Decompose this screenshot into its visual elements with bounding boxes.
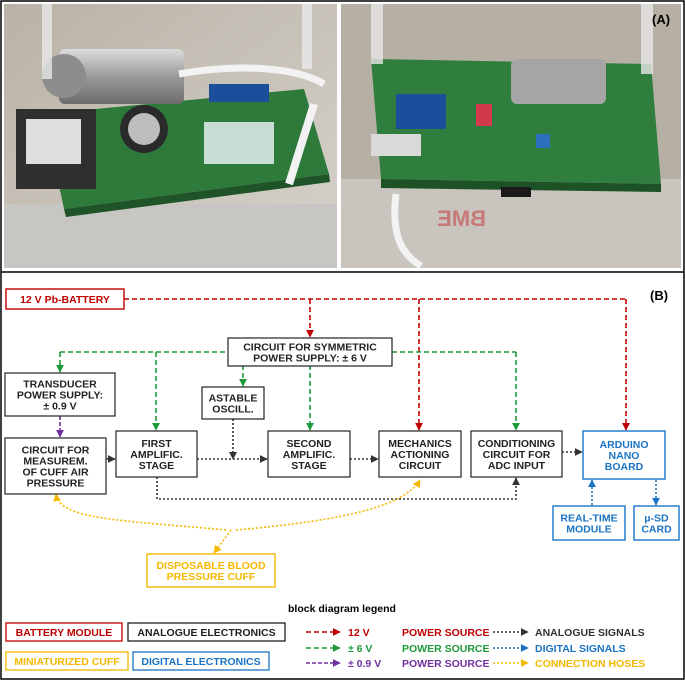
block-label-line: ADC INPUT	[488, 460, 546, 472]
block-label-line: NANO	[609, 450, 640, 462]
legend-analogue-label: ANALOGUE ELECTRONICS	[137, 627, 275, 639]
hose-to-cuff	[213, 529, 232, 554]
block-label-line: TRANSDUCER	[23, 378, 97, 390]
block-label-line: POWER SUPPLY: ± 6 V	[253, 352, 367, 364]
block-label-line: CIRCUIT FOR SYMMETRIC	[243, 341, 377, 353]
panel-a-label: (A)	[652, 12, 670, 27]
block-label-line: CIRCUIT FOR	[22, 444, 90, 456]
block-label-line: CONDITIONING	[478, 438, 556, 450]
legend-analogue-box	[127, 622, 286, 642]
block-label-line: MODULE	[566, 523, 612, 535]
block-label-line: CARD	[641, 523, 672, 535]
block-label-line: CIRCUIT FOR	[483, 449, 551, 461]
block-label-line: DISPOSABLE BLOOD	[156, 560, 266, 572]
block-label-line: ± 0.9 V	[43, 400, 76, 412]
photo-device-top-view	[4, 4, 337, 268]
photo-device-side-view: BME	[341, 4, 681, 268]
block-label-line: FIRST	[141, 438, 172, 450]
block-label-line: PRESSURE CUFF	[167, 571, 256, 583]
legend-6v-label: POWER SOURCE	[402, 643, 490, 655]
panel-b-label: (B)	[650, 288, 668, 303]
legend-connection-hoses: CONNECTION HOSES	[493, 658, 645, 670]
sig-feedback-to-conditioning	[156, 477, 520, 500]
block-label-line: µ-SD	[644, 512, 669, 524]
block-label-line: ASTABLE	[209, 392, 258, 404]
block-label-line: POWER SUPPLY:	[17, 389, 103, 401]
block-label-line: OF CUFF AIR	[22, 466, 89, 478]
block-label-line: MECHANICS	[388, 438, 452, 450]
legend-hoses-label: CONNECTION HOSES	[535, 658, 645, 670]
block-label-line: AMPLIFIC.	[130, 449, 183, 461]
legend-cuff-box	[5, 651, 129, 671]
legend-6v-value: ± 6 V	[348, 643, 372, 655]
block-label-line: STAGE	[139, 460, 174, 472]
legend-digital-signals-label: DIGITAL SIGNALS	[535, 643, 626, 655]
legend-09v-value: ± 0.9 V	[348, 658, 381, 670]
legend-power-6v: ± 6 V POWER SOURCE	[306, 643, 490, 655]
legend-power-12v: 12 V POWER SOURCE	[306, 627, 490, 639]
legend-digital-box	[132, 651, 270, 671]
block-label-line: ACTIONING	[391, 449, 450, 461]
legend-battery-label: BATTERY MODULE	[16, 627, 113, 639]
block-label-line: REAL-TIME	[560, 512, 617, 524]
block-label-line: AMPLIFIC.	[283, 449, 336, 461]
legend-cuff-label: MINIATURIZED CUFF	[14, 656, 120, 668]
legend-digital-label: DIGITAL ELECTRONICS	[141, 656, 260, 668]
legend-09v-label: POWER SOURCE	[402, 658, 490, 670]
block-battery-label: 12 V Pb-BATTERY	[20, 294, 110, 306]
block-label-line: BOARD	[605, 461, 644, 473]
stamp-text: BME	[437, 206, 486, 231]
legend-12v-value: 12 V	[348, 627, 370, 639]
legend-power-09v: ± 0.9 V POWER SOURCE	[306, 658, 490, 670]
block-label-line: STAGE	[291, 460, 326, 472]
block-label-line: PRESSURE	[27, 477, 85, 489]
block-battery: 12 V Pb-BATTERY	[5, 288, 125, 310]
legend-analogue-signals-label: ANALOGUE SIGNALS	[535, 627, 645, 639]
legend-title: block diagram legend	[288, 603, 396, 615]
legend-analogue-signals: ANALOGUE SIGNALS	[493, 627, 645, 639]
block-label-line: 12 V Pb-BATTERY	[20, 294, 110, 306]
legend-battery-box	[5, 622, 123, 642]
block-label-line: SECOND	[287, 438, 332, 450]
block-label-line: OSCILL.	[212, 403, 253, 415]
legend-digital-signals: DIGITAL SIGNALS	[493, 643, 626, 655]
legend-12v-label: POWER SOURCE	[402, 627, 490, 639]
legend: block diagram legend BATTERY MODULE ANAL…	[5, 603, 645, 671]
block-label-line: CIRCUIT	[399, 460, 442, 472]
connections-layer	[53, 298, 660, 554]
block-label-line: ARDUINO	[600, 439, 649, 451]
hose-to-mechanics	[235, 479, 421, 531]
block-label-line: MEASUREM.	[23, 455, 87, 467]
